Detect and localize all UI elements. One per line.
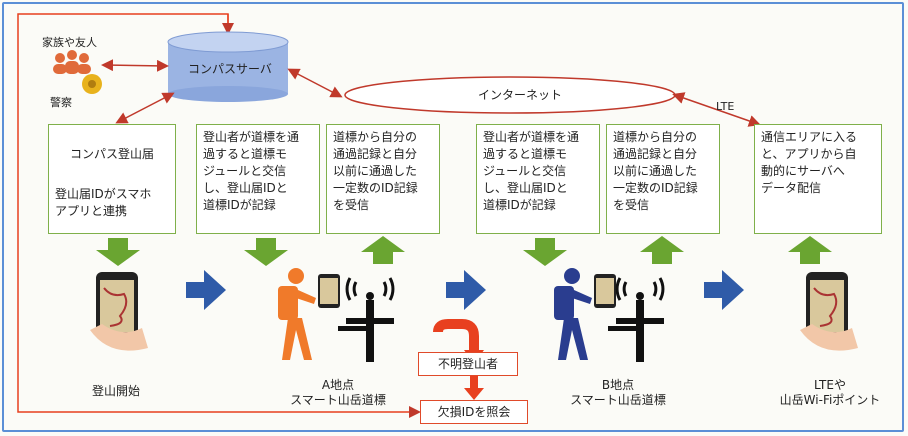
smartphone-icon: [318, 274, 340, 308]
info-box-receive-b: 道標から自分の 通過記録と自分 以前に通過した 一定数のID記録 を受信: [606, 124, 720, 234]
info-box-registration: コンパス登山届 登山届IDがスマホ アプリと連携: [48, 124, 176, 234]
info-box-upload: 通信エリアに入る と、アプリから自 動的にサーバへ データ配信: [754, 124, 882, 234]
signpost-antenna-icon: [608, 277, 665, 362]
signpost-antenna-icon: [338, 277, 395, 362]
info-box-pass-a: 登山者が道標を通 過すると道標モ ジュールと交信 し、登山届IDと 道標IDが記…: [196, 124, 320, 234]
family-icon: [53, 50, 91, 74]
police-label: 警察: [50, 96, 72, 109]
box-title: コンパス登山届: [69, 147, 154, 161]
caption-point-b: B地点 スマート山岳道標: [570, 378, 666, 407]
info-box-pass-b: 登山者が道標を通 過すると道標モ ジュールと交信 し、登山届IDと 道標IDが記…: [476, 124, 600, 234]
box-text: 登山届IDがスマホ アプリと連携: [55, 187, 152, 218]
smartphone-icon: [90, 272, 148, 351]
blue-arrows: [186, 270, 744, 310]
internet-label: インターネット: [478, 88, 563, 102]
caption-lte: LTEや 山岳Wi-Fiポイント: [779, 378, 881, 407]
server-label: コンパスサーバ: [188, 62, 272, 76]
family-label: 家族や友人: [42, 36, 97, 49]
hiker-b-icon: [554, 268, 592, 360]
missing-id-query-box: 欠損IDを照会: [420, 400, 528, 424]
info-box-receive-a: 道標から自分の 通過記録と自分 以前に通過した 一定数のID記録 を受信: [326, 124, 440, 234]
green-arrows: [96, 236, 832, 266]
hiker-a-icon: [278, 268, 316, 360]
smartphone-icon: [594, 274, 616, 308]
caption-point-a: A地点 スマート山岳道標: [290, 378, 386, 407]
lte-label: LTE: [716, 100, 735, 113]
outer-frame: [2, 2, 904, 432]
server-cylinder-icon: [167, 31, 289, 102]
unknown-climber-box: 不明登山者: [418, 352, 518, 376]
smartphone-icon: [800, 272, 858, 351]
red-curved-arrow: [433, 319, 479, 350]
caption-start: 登山開始: [91, 384, 140, 398]
